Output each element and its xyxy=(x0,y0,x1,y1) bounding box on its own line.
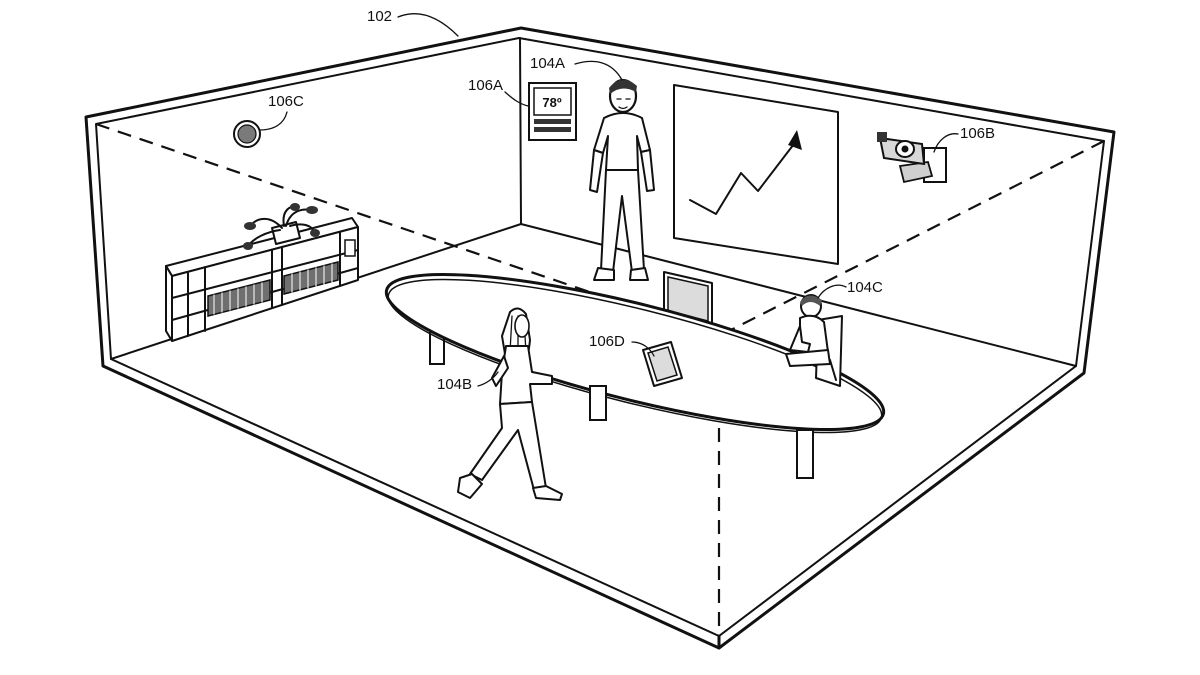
leader-room xyxy=(397,13,459,37)
plant-pot xyxy=(271,221,301,245)
person-seated xyxy=(785,294,843,387)
leader-tablet xyxy=(631,341,655,357)
plant-leaf xyxy=(306,206,318,214)
chair-leg xyxy=(829,359,837,381)
smoke-detector-icon xyxy=(237,124,257,144)
smoke-detector xyxy=(233,120,261,148)
tablet-screen xyxy=(647,346,678,382)
shelf-box xyxy=(344,239,356,257)
legs xyxy=(785,349,831,367)
left-arm xyxy=(491,355,509,387)
person-standing xyxy=(589,78,655,281)
bookshelf xyxy=(165,217,359,342)
camera-lens-center xyxy=(901,145,909,153)
label-tablet: 106D xyxy=(589,333,625,350)
person-walking xyxy=(457,307,563,501)
potted-plant xyxy=(243,203,320,250)
left-shoe xyxy=(457,473,483,499)
plant-stems xyxy=(247,205,315,247)
label-thermostat: 106A xyxy=(468,77,503,94)
label-user-c: 104C xyxy=(847,279,883,296)
label-room: 102 xyxy=(367,8,392,25)
pants xyxy=(469,401,547,491)
leader-camera xyxy=(933,133,959,153)
arm xyxy=(789,325,811,353)
plant-leaf xyxy=(310,229,320,237)
plant-leaf xyxy=(243,242,253,250)
back-corner-edge xyxy=(519,37,522,225)
face xyxy=(616,98,631,110)
leader-user-b xyxy=(477,371,499,387)
thermostat-temperature: 78º xyxy=(542,95,561,110)
chart-arrow-icon xyxy=(788,130,802,150)
thermostat-screen xyxy=(533,87,572,116)
right-arm xyxy=(640,149,655,192)
leader-user-c xyxy=(817,284,847,299)
right-shoe xyxy=(629,267,649,281)
table-leg xyxy=(589,385,607,421)
dashed-left-ceiling xyxy=(95,122,720,338)
hair xyxy=(800,295,822,306)
right-shoe xyxy=(532,485,563,501)
hair xyxy=(609,79,637,94)
table-leg xyxy=(796,429,814,479)
shirt xyxy=(593,112,651,171)
plant-leaf xyxy=(290,203,300,211)
pants xyxy=(600,169,645,273)
table-edge xyxy=(387,278,883,434)
leader-thermostat xyxy=(504,91,529,107)
thermostat-device: 78º xyxy=(528,82,577,141)
chart-line xyxy=(689,139,798,215)
thermostat-button-bar xyxy=(534,119,571,124)
security-camera xyxy=(877,132,947,184)
thermostat-button-bar xyxy=(534,127,571,132)
left-arm xyxy=(589,149,604,193)
leader-user-a xyxy=(574,60,623,81)
camera-hood xyxy=(877,132,887,142)
wall-chart xyxy=(673,84,839,265)
dashed-right-ceiling xyxy=(718,140,1105,337)
book-spines xyxy=(213,263,333,315)
left-shoe xyxy=(593,267,615,281)
label-smoke-detector: 106C xyxy=(268,93,304,110)
label-user-a: 104A xyxy=(530,55,565,72)
reference-labels: 102 104A 106A 106C 106B 104C 106D 104B xyxy=(259,8,995,393)
chart-board xyxy=(673,84,839,265)
shirt xyxy=(499,345,553,405)
plant-leaf xyxy=(244,222,256,230)
face xyxy=(514,314,530,338)
shelf-board xyxy=(171,249,359,299)
label-camera: 106B xyxy=(960,125,995,142)
label-user-b: 104B xyxy=(437,376,472,393)
leader-smoke-detector xyxy=(259,111,288,131)
room-outline xyxy=(84,26,1116,650)
